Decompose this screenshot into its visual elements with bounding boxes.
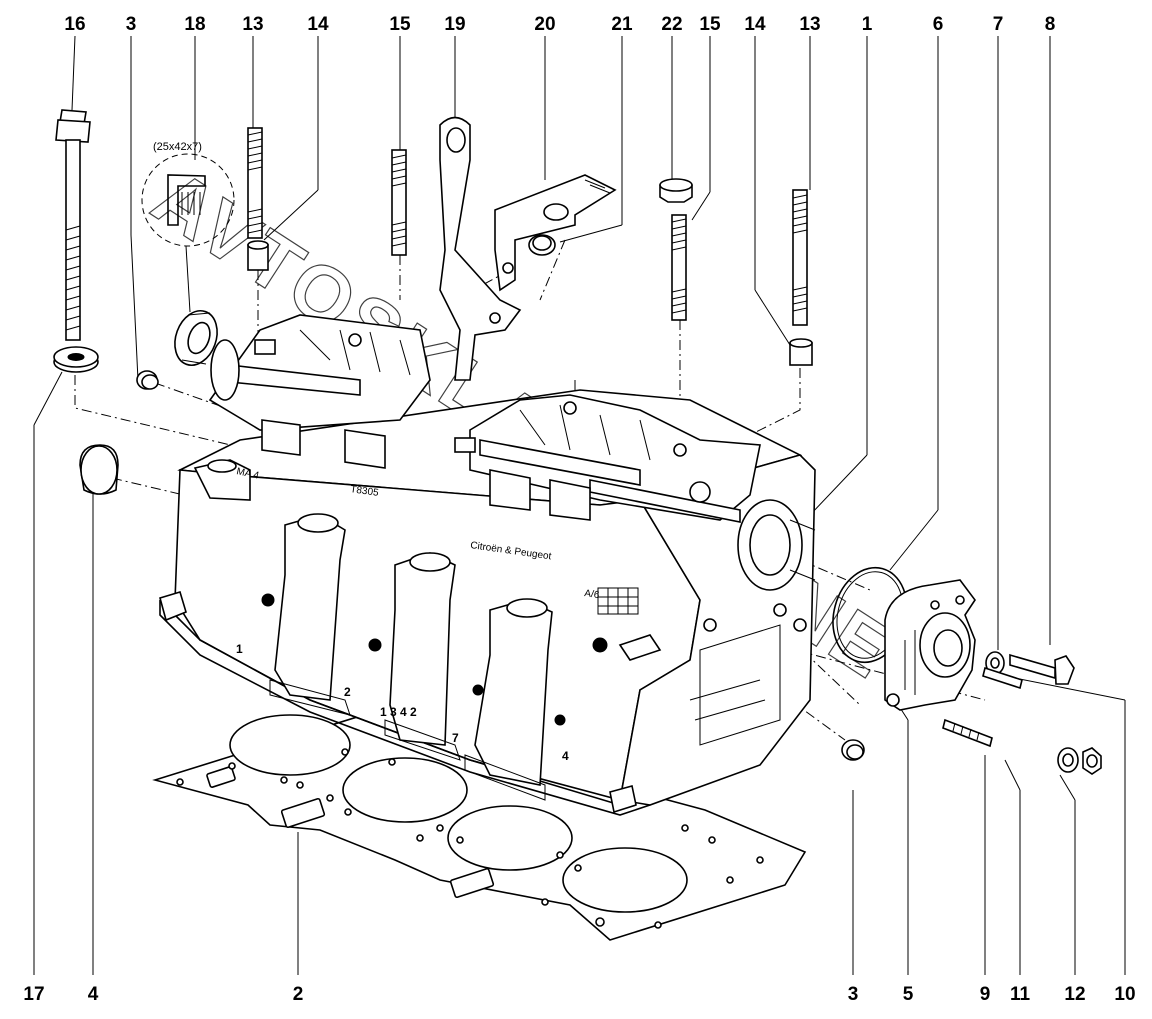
lifting-bracket-19 [439,116,522,381]
end-cap [79,444,119,495]
callout-3-bottom: 3 [848,984,859,1005]
intake-ports [193,459,553,786]
callout-12: 12 [1064,984,1085,1005]
callout-5: 5 [903,984,914,1005]
stud-10 [982,666,1023,690]
callout-9: 9 [980,984,991,1005]
callout-18: 18 [184,14,205,35]
callout-16: 16 [64,14,85,35]
callout-1: 1 [862,14,873,35]
callout-8: 8 [1045,14,1056,35]
callout-22: 22 [661,14,682,35]
callouts-bottom: 17 4 2 3 5 9 11 12 10 [23,984,1135,1005]
stud-9 [942,718,993,748]
head-code: T8305 [350,484,380,499]
head-cyl-order: 1 3 4 2 [380,705,417,719]
casting-grid [592,587,639,653]
nut-12 [1082,747,1102,775]
callout-2: 2 [293,984,304,1005]
housing-5 [884,579,976,711]
callouts-top: 16 3 18 13 14 15 19 20 21 22 15 14 13 1 … [64,14,1055,35]
camshaft-seal [174,310,218,366]
callout-11: 11 [1010,984,1031,1005]
plug-left [136,370,159,390]
callout-7: 7 [993,14,1004,35]
stud-13-left [247,127,263,239]
callout-19: 19 [444,14,465,35]
plug-right [841,739,865,761]
dowel-14-left [247,240,269,271]
callout-3-top: 3 [126,14,137,35]
head-cyl-4: 4 [562,749,569,763]
seal-detail: (25x42x7) [141,141,235,313]
cam-carrier [208,314,761,523]
callout-20: 20 [534,14,555,35]
bolt-8 [1009,653,1075,685]
callout-15-right: 15 [699,14,721,35]
nut-22 [659,178,693,203]
head-cyl-1: 1 [236,642,243,656]
stud-13-right [792,189,808,326]
head-mark-b: MA 4 [235,466,260,482]
nut-21 [528,234,556,256]
stud-15-left [391,149,407,256]
head-mark-a: A/6 [584,588,601,601]
bracket-20 [494,174,617,292]
callout-14-left: 14 [307,14,329,35]
washer-11 [1057,747,1079,773]
callout-6: 6 [933,14,944,35]
callout-17: 17 [23,984,44,1005]
callout-4: 4 [88,984,99,1005]
head-bolt [55,109,91,341]
callout-21: 21 [611,14,633,35]
seal-dimension: (25x42x7) [153,141,202,153]
head-cyl-2: 2 [344,685,351,699]
callout-14-right: 14 [744,14,766,35]
head-gasket [152,702,807,941]
head-bolt-washer [53,346,99,373]
head-cyl-7: 7 [452,731,459,745]
callout-10: 10 [1114,984,1135,1005]
leader-lines-top [71,35,1051,650]
callout-13-right: 13 [799,14,820,35]
callout-15-left: 15 [389,14,411,35]
dowel-14-right [789,338,813,366]
cylinder-head: 1 2 1 3 4 2 7 4 T8305 Citroën & Peugeot … [159,314,816,816]
stud-15-right [671,214,687,321]
callout-13-left: 13 [242,14,263,35]
